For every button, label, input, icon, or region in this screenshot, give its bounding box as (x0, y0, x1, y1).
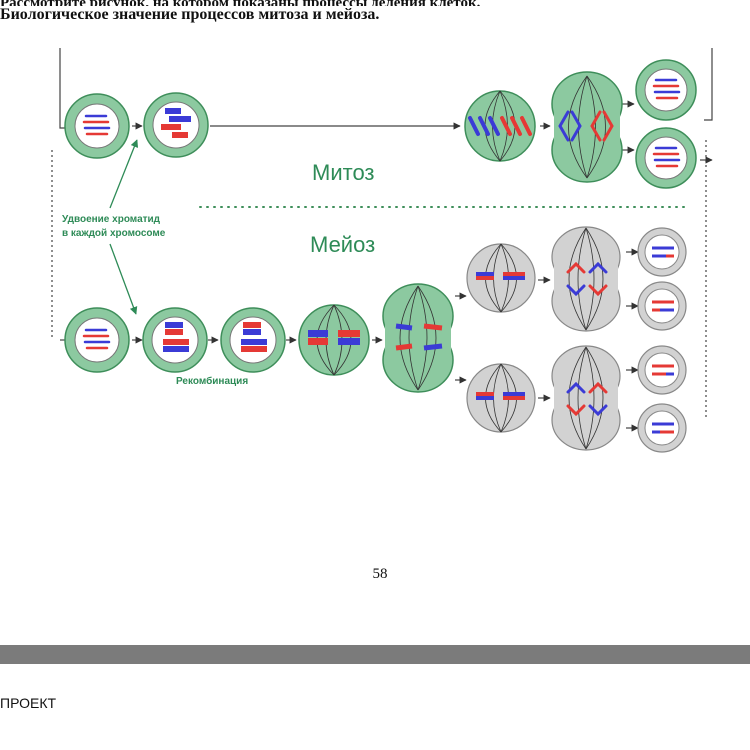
meiosis-cell-1 (64, 307, 130, 373)
label-meiosis: Мейоз (310, 232, 375, 257)
footer-text: ПРОЕКТ (0, 695, 57, 711)
mitosis-metaphase-cell (464, 90, 536, 162)
duplication-arrows (109, 139, 139, 315)
meiosis-cell-3 (220, 307, 286, 373)
meiosis-gamete-2 (637, 281, 687, 331)
label-mitosis: Митоз (312, 160, 375, 185)
label-duplication-1: Удвоение хроматид (62, 214, 161, 225)
label-recombination: Рекомбинация (176, 375, 248, 387)
mitosis-cell-2 (143, 92, 209, 158)
meiosis-metaphase-cell (298, 304, 370, 376)
mitosis-daughter-cell-1 (635, 59, 697, 121)
meiosis-gamete-1 (637, 227, 687, 277)
meiosis-anaphase1-cell (382, 283, 454, 393)
label-duplication-2: в каждой хромосоме (62, 228, 166, 239)
meiosis2-lower-anaphase-cell (551, 345, 621, 451)
mitosis-daughter-cell-2 (635, 127, 697, 189)
meiosis-cell-2 (142, 307, 208, 373)
top-text-line: Рассмотрите рисунок, на котором показаны… (0, 0, 750, 6)
cell-division-diagram: Митоз Мейоз Удвоение хроматид в каждой х… (51, 48, 713, 453)
meiosis-gamete-4 (637, 403, 687, 453)
mitosis-anaphase-cell (551, 71, 623, 183)
page-number: 58 (372, 566, 388, 582)
meiosis2-upper-metaphase-cell (466, 243, 536, 313)
meiosis2-upper-anaphase-cell (551, 226, 621, 332)
section-heading: Биологическое значение процессов митоза … (0, 6, 380, 23)
meiosis-gamete-3 (637, 345, 687, 395)
footer-divider-bar (0, 645, 750, 664)
connector-lines (51, 48, 713, 432)
mitosis-cell-1 (64, 93, 130, 159)
meiosis2-lower-metaphase-cell (466, 363, 536, 433)
